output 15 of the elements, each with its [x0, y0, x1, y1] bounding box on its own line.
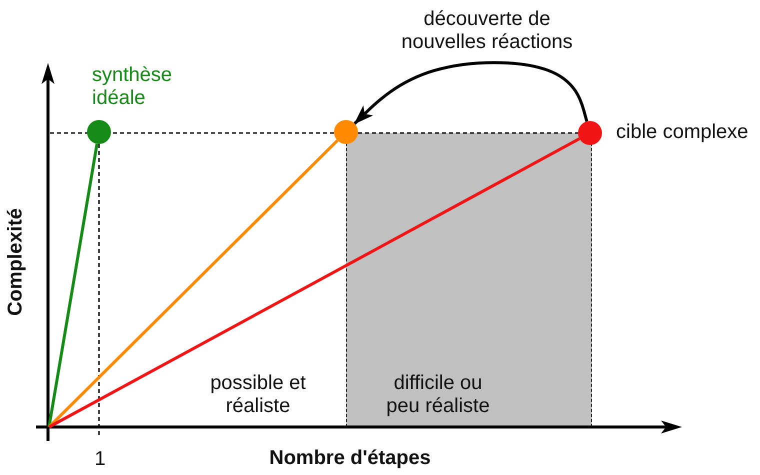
point-label: synthèse idéale [92, 64, 174, 110]
shaded-region [346, 133, 592, 427]
axis-title: Complexité [4, 208, 28, 316]
curved-arrow [354, 61, 588, 125]
connector-line [48, 137, 580, 428]
tick-label: 1 [93, 448, 107, 471]
region-label: difficile ou peu réaliste [385, 372, 491, 418]
region-label: possible et réaliste [209, 372, 307, 418]
point-label: cible complexe [616, 121, 750, 144]
connector-line [48, 139, 339, 428]
connector-line [48, 144, 98, 428]
axis-title: Nombre d'étapes [268, 447, 432, 470]
point-marker [87, 120, 111, 144]
point-marker [578, 121, 602, 145]
point-marker [334, 120, 358, 144]
